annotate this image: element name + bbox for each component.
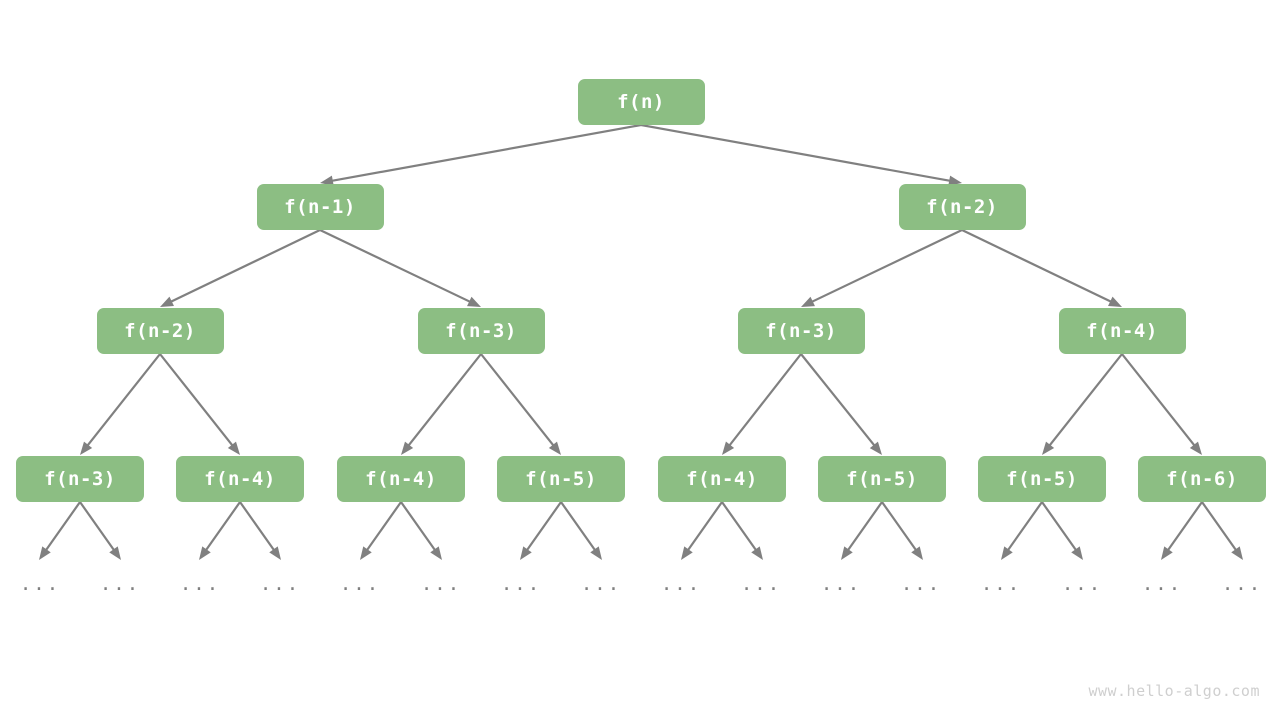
ellipsis-e3: ... (259, 573, 301, 595)
tree-node-n8: f(n-4) (176, 456, 304, 502)
ellipsis-e2: ... (179, 573, 221, 595)
tree-node-n0: f(n) (577, 79, 705, 125)
edge-n7-to-e0 (39, 501, 81, 560)
ellipsis-e13: ... (1061, 573, 1103, 595)
tree-node-n11: f(n-4) (658, 456, 786, 502)
ellipsis-e11: ... (900, 573, 942, 595)
edge-n2-to-n6 (961, 229, 1122, 307)
tree-node-n12: f(n-5) (818, 456, 946, 502)
ellipsis-e14: ... (1141, 573, 1183, 595)
edge-n5-to-n11 (722, 353, 802, 455)
edge-n14-to-e15 (1201, 501, 1243, 560)
edge-n14-to-e14 (1161, 501, 1203, 560)
ellipsis-e0: ... (19, 573, 61, 595)
edge-n4-to-n9 (401, 353, 482, 455)
edge-n4-to-n10 (480, 353, 561, 455)
edge-n12-to-e11 (881, 501, 923, 560)
watermark: www.hello-algo.com (1088, 682, 1260, 700)
edge-n0-to-n2 (640, 123, 962, 186)
edge-n5-to-n12 (800, 353, 882, 455)
tree-node-n13: f(n-5) (978, 456, 1106, 502)
tree-node-n14: f(n-6) (1138, 456, 1266, 502)
edge-n8-to-e3 (239, 501, 281, 560)
edge-n8-to-e2 (199, 501, 241, 560)
ellipsis-e7: ... (580, 573, 622, 595)
tree-node-n5: f(n-3) (737, 308, 865, 354)
tree-node-n9: f(n-4) (337, 456, 465, 502)
tree-node-n2: f(n-2) (898, 184, 1026, 230)
edge-n10-to-e7 (560, 501, 602, 560)
edge-n1-to-n4 (319, 229, 481, 307)
edge-n6-to-n14 (1121, 353, 1202, 455)
edge-n9-to-e5 (400, 501, 442, 560)
edge-n7-to-e1 (79, 501, 121, 560)
ellipsis-e12: ... (980, 573, 1022, 595)
edge-n1-to-n3 (160, 229, 321, 307)
ellipsis-e1: ... (99, 573, 141, 595)
edge-n11-to-e8 (681, 501, 723, 560)
tree-node-n6: f(n-4) (1058, 308, 1186, 354)
ellipsis-e9: ... (740, 573, 782, 595)
edge-n13-to-e13 (1041, 501, 1083, 560)
tree-node-n1: f(n-1) (256, 184, 384, 230)
ellipsis-e5: ... (420, 573, 462, 595)
tree-node-n10: f(n-5) (497, 456, 625, 502)
edge-n3-to-n7 (80, 353, 161, 455)
ellipsis-e15: ... (1221, 573, 1263, 595)
ellipsis-e6: ... (500, 573, 542, 595)
edge-n6-to-n13 (1042, 353, 1123, 455)
edge-n2-to-n5 (801, 229, 963, 307)
tree-node-n3: f(n-2) (96, 308, 224, 354)
edge-n9-to-e4 (360, 501, 402, 560)
edge-n13-to-e12 (1001, 501, 1043, 560)
edge-n10-to-e6 (520, 501, 562, 560)
edge-n11-to-e9 (721, 501, 763, 560)
edge-n0-to-n1 (320, 123, 642, 186)
ellipsis-e8: ... (660, 573, 702, 595)
edge-n12-to-e10 (841, 501, 883, 560)
tree-node-n7: f(n-3) (16, 456, 144, 502)
edge-n3-to-n8 (159, 353, 240, 455)
tree-node-n4: f(n-3) (417, 308, 545, 354)
ellipsis-e10: ... (820, 573, 862, 595)
ellipsis-e4: ... (339, 573, 381, 595)
